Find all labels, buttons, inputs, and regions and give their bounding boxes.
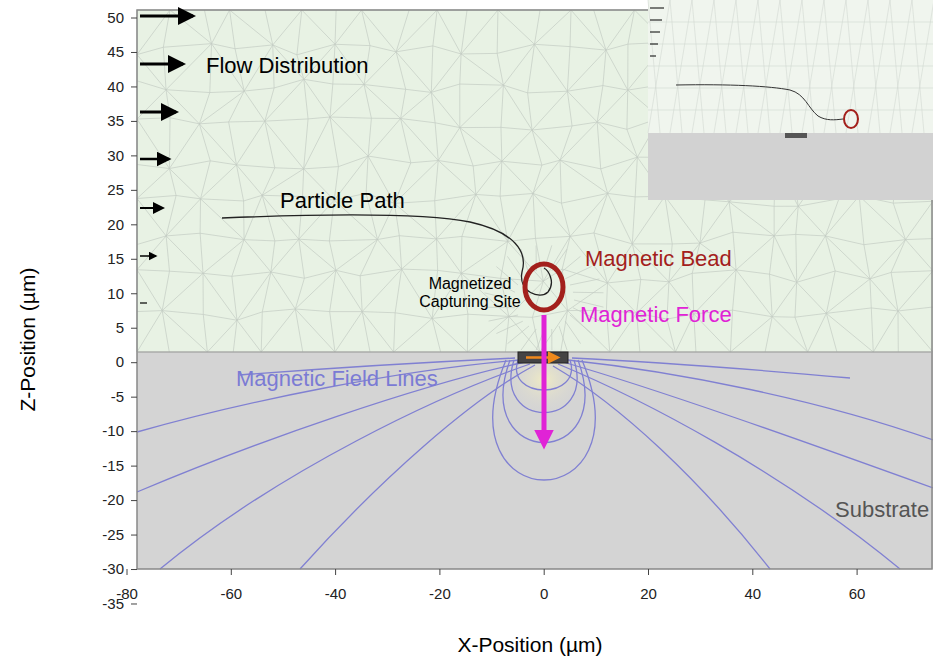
z-tick: 45 bbox=[107, 44, 124, 61]
axis-title: Z-Position (µm) bbox=[16, 268, 39, 412]
annotation: Magnetic Force bbox=[580, 303, 732, 327]
annotation: Flow Distribution bbox=[206, 54, 369, 78]
x-tick: -80 bbox=[116, 586, 138, 603]
inset bbox=[648, 0, 933, 200]
z-tick: 15 bbox=[107, 251, 124, 268]
x-tick: 40 bbox=[744, 586, 761, 603]
z-tick: 0 bbox=[116, 354, 124, 371]
z-tick: 20 bbox=[107, 217, 124, 234]
magnetic-force-arrow bbox=[542, 315, 547, 442]
z-tick: 35 bbox=[107, 113, 124, 130]
annotation: Magnetized Capturing Site bbox=[414, 275, 526, 310]
z-tick: -5 bbox=[111, 389, 124, 406]
z-tick: 25 bbox=[107, 182, 124, 199]
x-tick: 0 bbox=[540, 586, 548, 603]
annotation: Substrate bbox=[835, 498, 929, 522]
z-tick: -15 bbox=[102, 458, 124, 475]
z-tick: -20 bbox=[102, 492, 124, 509]
axis-title: X-Position (µm) bbox=[457, 633, 602, 656]
z-tick: 10 bbox=[107, 286, 124, 303]
flow-arrows bbox=[140, 16, 193, 303]
x-tick: -40 bbox=[325, 586, 347, 603]
x-tick: -60 bbox=[220, 586, 242, 603]
z-tick: -25 bbox=[102, 527, 124, 544]
z-tick: -10 bbox=[102, 423, 124, 440]
x-tick: 60 bbox=[849, 586, 866, 603]
z-tick: 40 bbox=[107, 79, 124, 96]
z-tick: 50 bbox=[107, 10, 124, 27]
x-tick: -20 bbox=[429, 586, 451, 603]
z-tick: 30 bbox=[107, 148, 124, 165]
z-tick: 5 bbox=[116, 320, 124, 337]
annotation: Magnetic Field Lines bbox=[236, 367, 438, 391]
x-tick: 20 bbox=[640, 586, 657, 603]
magnetic-bead bbox=[525, 264, 563, 310]
z-tick: -30 bbox=[102, 561, 124, 578]
magnetic-field-lines bbox=[137, 358, 933, 569]
annotation: Particle Path bbox=[280, 189, 405, 213]
annotation: Magnetic Bead bbox=[585, 247, 732, 271]
